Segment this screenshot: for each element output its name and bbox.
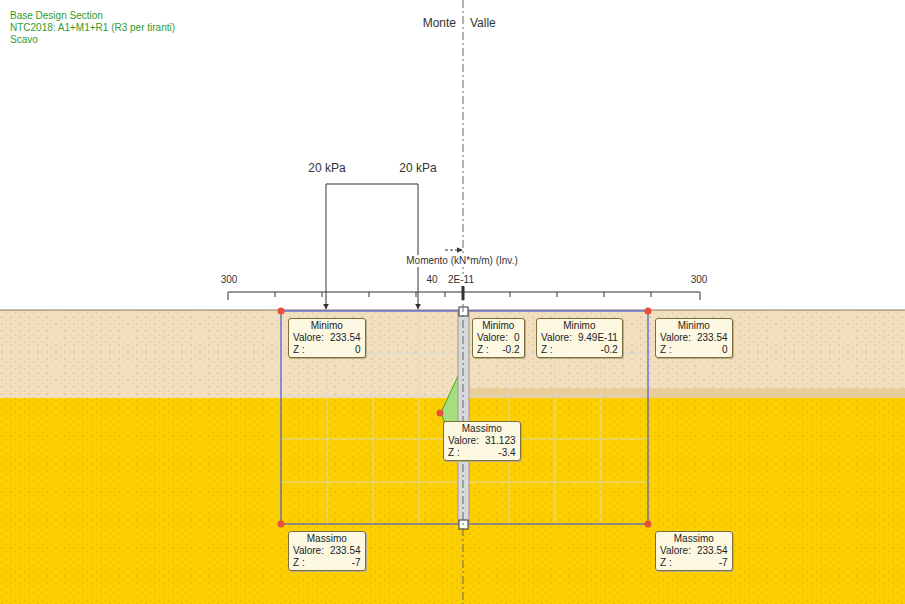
- callout-value: 233.54: [697, 332, 728, 344]
- callout-value: Z :: [477, 344, 489, 356]
- callout-value: Valore:: [448, 435, 479, 447]
- callout-value: Valore:: [541, 332, 572, 344]
- callout-value: 0: [355, 344, 361, 356]
- callout-row: Z : -7: [293, 557, 361, 569]
- surcharge-load: [326, 184, 418, 309]
- callout-value: Valore:: [293, 545, 324, 557]
- callout-value: Valore:: [660, 545, 691, 557]
- callout-value: 0: [722, 344, 728, 356]
- header-line: Scavo: [10, 34, 38, 46]
- callout-row: Minimo: [660, 320, 728, 332]
- axis-title: Momento (kN*m/m) (Inv.): [404, 255, 520, 267]
- result-callout: MassimoValore: 233.54 Z : -7: [288, 531, 366, 571]
- callout-heading: Minimo: [482, 320, 514, 332]
- callout-row: Z : 0: [293, 344, 361, 356]
- callout-row: Valore: 233.54: [293, 332, 361, 344]
- callout-value: 9.49E-11: [578, 332, 618, 344]
- callout-value: Z :: [293, 557, 305, 569]
- result-grid: [281, 311, 648, 524]
- extreme-points: [278, 308, 652, 528]
- side-label: Monte: [423, 17, 456, 31]
- scale-axis: [228, 286, 700, 300]
- callout-row: Z : -0.2: [541, 344, 618, 356]
- callout-value: Z :: [448, 447, 460, 459]
- callout-row: Valore: 9.49E-11: [541, 332, 618, 344]
- callout-row: Valore: 31.123: [448, 435, 516, 447]
- callout-value: Valore:: [477, 332, 508, 344]
- callout-row: Z : -3.4: [448, 447, 516, 459]
- result-callout: MinimoValore: 233.54 Z : 0: [655, 318, 733, 358]
- callout-value: -7: [719, 557, 728, 569]
- result-callout: MinimoValore: 9.49E-11 Z : -0.2: [536, 318, 623, 358]
- callout-heading: Minimo: [563, 320, 595, 332]
- callout-value: -7: [352, 557, 361, 569]
- callout-value: Z :: [660, 344, 672, 356]
- load-value: 20 kPa: [308, 162, 345, 176]
- scale-value: 40: [426, 274, 437, 286]
- callout-value: 233.54: [330, 332, 361, 344]
- scale-value: 2E-11: [446, 274, 476, 286]
- callout-row: Valore: 233.54: [660, 545, 728, 557]
- callout-row: Valore: 233.54: [293, 545, 361, 557]
- envelope-box: [281, 311, 648, 524]
- callout-value: -3.4: [498, 447, 515, 459]
- callout-value: 233.54: [330, 545, 361, 557]
- load-value: 20 kPa: [399, 162, 436, 176]
- callout-value: 31.123: [485, 435, 516, 447]
- callout-value: -0.2: [601, 344, 618, 356]
- callout-heading: Minimo: [311, 320, 343, 332]
- callout-row: Massimo: [293, 533, 361, 545]
- callout-row: Minimo: [541, 320, 618, 332]
- callout-value: -0.2: [502, 344, 519, 356]
- callout-row: Massimo: [448, 423, 516, 435]
- callout-row: Valore: 0: [477, 332, 520, 344]
- soil-layers: [0, 310, 905, 604]
- callout-value: Z :: [660, 557, 672, 569]
- callout-value: Z :: [293, 344, 305, 356]
- callout-heading: Minimo: [678, 320, 710, 332]
- callout-heading: Massimo: [462, 423, 502, 435]
- callout-row: Minimo: [293, 320, 361, 332]
- callout-heading: Massimo: [674, 533, 714, 545]
- scale-value: 300: [221, 274, 238, 286]
- result-callout: MinimoValore: 0 Z : -0.2: [472, 318, 525, 358]
- callout-row: Z : -7: [660, 557, 728, 569]
- callout-row: Z : 0: [660, 344, 728, 356]
- header-line: NTC2018: A1+M1+R1 (R3 per tiranti): [10, 22, 175, 34]
- result-callout: MinimoValore: 233.54 Z : 0: [288, 318, 366, 358]
- callout-value: Valore:: [660, 332, 691, 344]
- callout-heading: Massimo: [307, 533, 347, 545]
- callout-value: Valore:: [293, 332, 324, 344]
- callout-row: Massimo: [660, 533, 728, 545]
- center-line: [463, 0, 464, 604]
- callout-value: Z :: [541, 344, 553, 356]
- moment-arrow: [445, 250, 462, 251]
- callout-row: Z : -0.2: [477, 344, 520, 356]
- callout-value: 233.54: [697, 545, 728, 557]
- callout-row: Valore: 233.54: [660, 332, 728, 344]
- header-line: Base Design Section: [10, 10, 103, 22]
- result-callout: MassimoValore: 233.54 Z : -7: [655, 531, 733, 571]
- callout-value: 0: [514, 332, 520, 344]
- callout-row: Minimo: [477, 320, 520, 332]
- result-callout: MassimoValore: 31.123 Z : -3.4: [443, 421, 521, 461]
- scale-value: 300: [691, 274, 708, 286]
- side-label: Valle: [470, 17, 496, 31]
